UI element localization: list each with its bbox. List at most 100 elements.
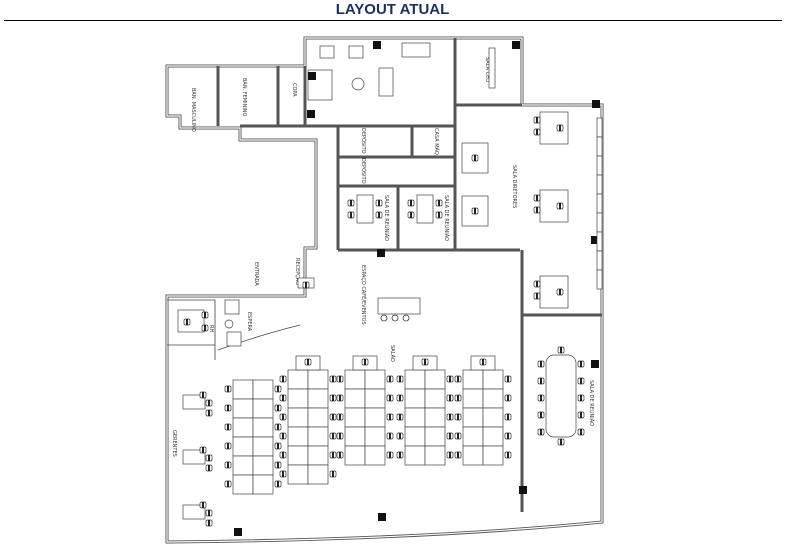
chair-back-icon <box>364 359 366 365</box>
chair-back-icon <box>410 200 412 206</box>
structural-column <box>377 249 385 257</box>
chair-back-icon <box>277 424 279 430</box>
chair-back-icon <box>227 443 229 449</box>
cabinet <box>488 47 496 89</box>
structural-column <box>373 41 381 49</box>
desk <box>462 407 484 428</box>
chair-back-icon <box>536 293 538 299</box>
chair-back-icon <box>474 155 476 161</box>
chair-icon <box>348 45 364 59</box>
label-casa-maq: CASA MÁQ. <box>433 128 440 157</box>
chair-back-icon <box>399 433 401 439</box>
desk <box>287 445 309 466</box>
chair-back-icon <box>540 412 542 418</box>
structural-column <box>512 41 520 49</box>
director-desk <box>539 275 569 309</box>
title-divider <box>4 20 782 21</box>
chair-back-icon <box>449 376 451 382</box>
desk <box>461 195 489 227</box>
chair-back-icon <box>399 414 401 420</box>
chair-back-icon <box>449 395 451 401</box>
desk <box>364 426 386 447</box>
chair-back-icon <box>580 395 582 401</box>
chair-back-icon <box>339 452 341 458</box>
chair-back-icon <box>389 395 391 401</box>
desk <box>307 426 329 447</box>
chair-back-icon <box>536 207 538 213</box>
chair-back-icon <box>449 433 451 439</box>
round-table <box>351 77 365 91</box>
chair-back-icon <box>282 471 284 477</box>
desk <box>344 369 366 390</box>
chair-back-icon <box>536 195 538 201</box>
chair-back-icon <box>227 386 229 392</box>
chair-back-icon <box>457 376 459 382</box>
chair-back-icon <box>282 376 284 382</box>
chair-back-icon <box>350 212 352 218</box>
chair-back-icon <box>339 376 341 382</box>
chair-back-icon <box>208 520 210 526</box>
chair-back-icon <box>227 405 229 411</box>
label-ban-masculino: BAN. MASCULINO <box>190 88 196 132</box>
chair-back-icon <box>227 481 229 487</box>
chair-back-icon <box>482 359 484 365</box>
chair-back-icon <box>339 395 341 401</box>
label-entrada: ENTRADA <box>253 262 259 286</box>
chair-back-icon <box>332 395 334 401</box>
desk <box>404 426 426 447</box>
director-desk <box>539 111 569 145</box>
label-rh: RH <box>208 325 214 332</box>
meeting-table <box>356 194 374 224</box>
chair-back-icon <box>399 452 401 458</box>
armchair <box>226 331 242 347</box>
desk <box>287 388 309 409</box>
structural-column <box>591 236 599 244</box>
desk <box>307 388 329 409</box>
chair-back-icon <box>507 395 509 401</box>
desk <box>482 426 504 447</box>
structural-column <box>378 513 386 521</box>
stool-icon <box>391 314 399 322</box>
label-ban-feminino: BAN. FEMININO <box>241 78 247 117</box>
label-espera: ESPERA <box>246 312 252 332</box>
desk <box>307 445 329 466</box>
chair-back-icon <box>540 429 542 435</box>
chair-back-icon <box>457 452 459 458</box>
chair-back-icon <box>282 452 284 458</box>
coffee-table <box>224 319 234 329</box>
manager-desk <box>182 449 206 465</box>
label-sala-reuniao-2: SALA DE REUNIÃO <box>443 195 450 241</box>
walls <box>165 36 604 544</box>
chair-back-icon <box>410 212 412 218</box>
chair-back-icon <box>227 462 229 468</box>
chair-back-icon <box>378 212 380 218</box>
chair-back-icon <box>208 400 210 406</box>
desk <box>462 426 484 447</box>
desk <box>364 388 386 409</box>
desk <box>364 445 386 466</box>
chair-back-icon <box>474 208 476 214</box>
manager-desk <box>182 504 206 520</box>
chair-back-icon <box>202 392 204 398</box>
desk <box>344 388 366 409</box>
desk <box>482 445 504 466</box>
structural-column <box>307 110 315 118</box>
chair-icon <box>319 45 335 59</box>
chair-back-icon <box>559 289 561 295</box>
window-sill <box>596 231 603 252</box>
desk <box>404 445 426 466</box>
chair-back-icon <box>208 465 210 471</box>
label-salao: SALÃO <box>389 345 396 362</box>
chair-back-icon <box>457 395 459 401</box>
chair-back-icon <box>208 410 210 416</box>
chair-back-icon <box>277 481 279 487</box>
chair-back-icon <box>282 414 284 420</box>
desk <box>232 417 254 438</box>
desk <box>307 407 329 428</box>
desk <box>462 369 484 390</box>
manager-desk <box>182 394 206 410</box>
chair-back-icon <box>339 433 341 439</box>
desk <box>424 407 446 428</box>
desk <box>404 369 426 390</box>
sofa <box>401 42 431 58</box>
